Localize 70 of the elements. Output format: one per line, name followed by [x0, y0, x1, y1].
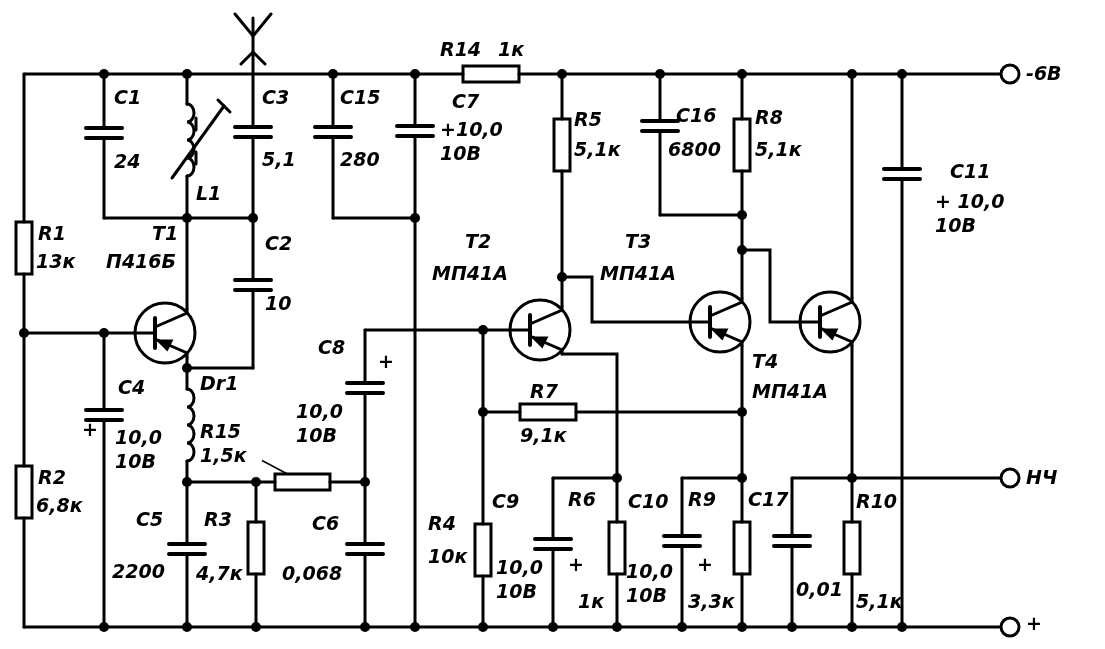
polarity-mark: +: [82, 418, 98, 442]
component-label: C2: [265, 232, 293, 256]
component-label: 4,7к: [196, 562, 243, 586]
component-label: + 10,0 10В: [935, 190, 1006, 238]
component-label: C9: [492, 490, 520, 514]
component-label: C10: [628, 490, 669, 514]
component-label: T3: [625, 230, 652, 254]
component-label: R2: [38, 466, 66, 490]
component-label: C6: [312, 512, 340, 536]
component-label: R4: [428, 512, 456, 536]
component-label: R5: [574, 108, 602, 132]
terminal-label: -6В: [1026, 62, 1062, 86]
component-label: R15 1,5к: [200, 420, 262, 468]
component-label: C11: [950, 160, 991, 184]
component-label: 280: [340, 148, 380, 172]
component-label: C8: [318, 336, 346, 360]
component-label: 5,1к: [856, 590, 903, 614]
component-label: 10,0 10В: [496, 556, 544, 604]
component-label: 13к: [36, 250, 76, 274]
polarity-mark: +: [378, 350, 394, 374]
polarity-mark: +: [697, 553, 713, 577]
component-label: R8: [755, 106, 783, 130]
component-label: 0,01: [796, 578, 843, 602]
component-label: МП41А: [752, 380, 828, 404]
component-label: 0,068: [282, 562, 343, 586]
component-label: R10: [856, 490, 898, 514]
component-label: R14: [440, 38, 482, 62]
component-label: C17: [748, 488, 789, 512]
component-label: 10,0 10В: [115, 426, 163, 474]
component-label: 6,8к: [36, 494, 83, 518]
resistor-symbol: [273, 472, 332, 492]
component-label: 24: [114, 150, 141, 174]
component-label: 5,1к: [755, 138, 802, 162]
component-label: R1: [38, 222, 66, 246]
component-label: C5: [136, 508, 164, 532]
polarity-mark: +: [568, 553, 584, 577]
component-label: 1к: [578, 590, 605, 614]
component-label: C1: [114, 86, 142, 110]
terminal-label: +: [1026, 612, 1042, 636]
component-label: L1: [196, 182, 222, 206]
component-label: 1к: [498, 38, 525, 62]
component-label: R7: [530, 380, 558, 404]
component-label: 3,3к: [688, 590, 735, 614]
component-label: T2: [465, 230, 492, 254]
component-label: 5,1к: [574, 138, 621, 162]
component-label: C16: [676, 104, 717, 128]
terminal-label: НЧ: [1026, 466, 1058, 490]
component-label: 5,1: [262, 148, 296, 172]
component-label: МП41А: [600, 262, 676, 286]
component-label: T1: [152, 222, 179, 246]
component-label: Dr1: [200, 372, 239, 396]
component-label: R6: [568, 488, 596, 512]
component-label: 10: [265, 292, 292, 316]
component-label: R9: [688, 488, 716, 512]
leader-line: [261, 459, 289, 475]
component-label: 10,0 10В: [626, 560, 674, 608]
component-label: 2200: [112, 560, 165, 584]
component-label: C4: [118, 376, 146, 400]
component-label: C7: [452, 90, 480, 114]
component-label: 9,1к: [520, 424, 567, 448]
component-label: R3: [204, 508, 232, 532]
component-label: C3: [262, 86, 290, 110]
component-label: 6800: [668, 138, 721, 162]
component-label: T4: [752, 350, 779, 374]
component-label: П416Б: [106, 250, 177, 274]
component-label: 10к: [428, 545, 468, 569]
component-label: 10,0 10В: [296, 400, 344, 448]
component-label: +10,0 10В: [440, 118, 504, 166]
component-label: МП41А: [432, 262, 508, 286]
component-label: C15: [340, 86, 381, 110]
